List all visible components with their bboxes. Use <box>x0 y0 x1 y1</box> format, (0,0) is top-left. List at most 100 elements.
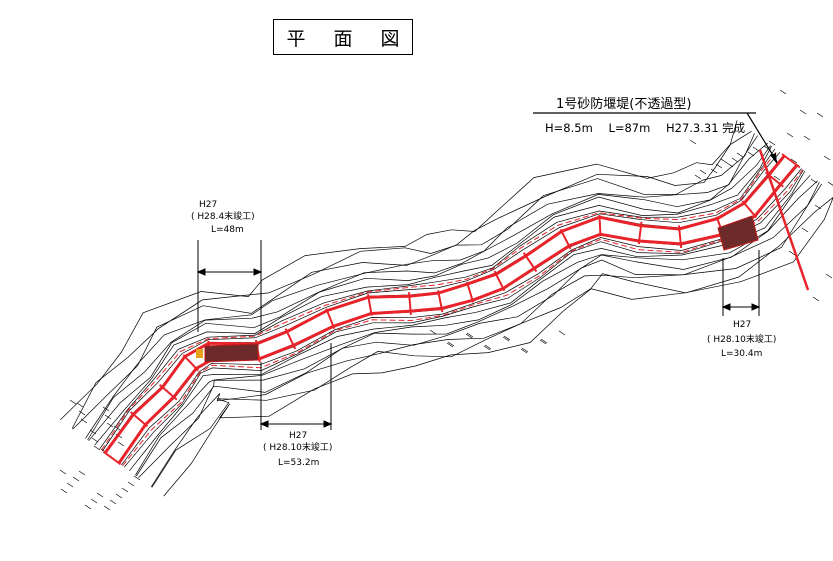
terrain-hatch <box>90 498 98 504</box>
dam-name: 1号砂防堰堤(不透過型) <box>556 97 692 112</box>
segment-3-length: L=30.4m <box>721 349 763 359</box>
dam-leader-line <box>746 112 778 163</box>
terrain-hatch <box>117 441 125 447</box>
contour-line <box>71 130 752 429</box>
channel-outer-line <box>122 169 804 467</box>
dam-axis <box>758 149 810 291</box>
terrain-hatch <box>773 175 781 181</box>
structure-block-upper <box>717 215 759 251</box>
terrain-hatch <box>827 181 833 186</box>
dimension-l532-arrow-left <box>259 420 269 428</box>
terrain-hatch <box>113 425 121 431</box>
dam-arrow-head <box>770 153 777 164</box>
terrain-hatch <box>520 348 528 354</box>
channel-rib <box>159 384 178 401</box>
terrain-hatch <box>710 168 718 174</box>
segment-1-length: L=48m <box>211 225 244 235</box>
terrain-hatch <box>786 132 794 138</box>
terrain-hatch <box>446 342 454 348</box>
channel-rib <box>325 308 336 330</box>
terrain-hatch <box>483 345 491 351</box>
channel-rib <box>366 294 373 316</box>
terrain-hatch <box>790 158 798 164</box>
contour-line <box>124 169 804 468</box>
channel-outer-line <box>100 150 778 451</box>
terrain-hatch <box>540 338 548 344</box>
terrain-hatch <box>115 493 123 499</box>
terrain-hatch <box>84 504 92 510</box>
channel-rib <box>437 290 444 313</box>
terrain-hatch <box>102 406 110 412</box>
terrain-hatch <box>69 399 77 405</box>
dimension-l48-arrow-right <box>253 268 263 276</box>
dam-height: H=8.5m <box>545 121 593 135</box>
contour-line <box>150 183 823 488</box>
dam-completion: H27.3.31 完成 <box>665 121 746 135</box>
terrain-hatch <box>810 178 818 184</box>
dam-length: L=87m <box>608 121 651 135</box>
terrain-hatch <box>812 296 820 302</box>
terrain-hatch <box>66 482 74 488</box>
terrain-hatch <box>747 151 755 157</box>
terrain-hatch <box>816 112 824 118</box>
terrain-hatch <box>539 339 547 345</box>
terrain-hatch <box>78 470 86 476</box>
terrain-hatch <box>768 140 776 146</box>
contour-line <box>88 145 771 442</box>
channel-rib <box>677 225 683 249</box>
terrain-hatch <box>93 445 101 451</box>
contour-line <box>135 174 811 476</box>
structure-block-lower <box>204 343 259 363</box>
contour-line <box>151 197 833 488</box>
channel-rib <box>284 328 297 350</box>
channel-rib <box>559 228 572 250</box>
channel-rib <box>466 281 475 303</box>
channel-rib <box>781 153 801 169</box>
dimension-l532-arrow-right <box>323 420 333 428</box>
channel-rib <box>407 292 412 315</box>
contour-line <box>136 180 818 477</box>
terrain-hatch <box>823 155 831 161</box>
terrain-hatch <box>103 505 111 511</box>
dimension-l304-arrow-right <box>751 303 761 311</box>
terrain-hatch <box>429 329 437 335</box>
dam-leader <box>533 112 778 164</box>
terrain-hatch <box>106 422 114 428</box>
segment-3-completion: ( H28.10末竣工) <box>707 335 777 345</box>
channel-bank <box>117 164 798 464</box>
contour-line <box>138 181 820 478</box>
terrain-hatch <box>752 146 760 152</box>
terrain-hatch <box>503 335 511 341</box>
terrain-hatch <box>60 488 68 494</box>
channel-rib <box>182 354 200 372</box>
terrain-hatch <box>736 152 744 158</box>
contour-line <box>102 152 781 452</box>
segment-1-year: H27 <box>199 200 218 210</box>
terrain-hatch <box>814 204 822 210</box>
terrain-hatch <box>127 481 135 487</box>
dimension-lines <box>196 240 761 430</box>
terrain-hatch <box>699 169 707 175</box>
page-title: 平 面 図 <box>273 19 413 55</box>
contour-line <box>163 197 833 497</box>
terrain-hatch <box>801 227 809 233</box>
terrain-hatch <box>689 139 697 145</box>
terrain-hatch <box>96 492 104 498</box>
channel-rib <box>598 214 602 237</box>
terrain-hatch <box>104 414 112 420</box>
dam-specs: H=8.5m L=87m H27.3.31 完成 <box>545 120 757 136</box>
segment-1-completion: ( H28.4末竣工) <box>191 212 255 222</box>
terrain-hatch <box>80 418 88 424</box>
terrain-hatch <box>803 135 811 141</box>
channel-rib <box>522 252 538 273</box>
contour-line <box>121 168 802 466</box>
dimension-l48-arrow-left <box>196 268 206 276</box>
terrain-hatch <box>558 330 566 336</box>
channel-rib <box>741 200 758 219</box>
segment-2-completion: ( H28.10末竣工) <box>263 443 333 453</box>
contour-line <box>129 170 806 472</box>
terrain-hatch <box>76 402 84 408</box>
terrain-hatch <box>78 410 86 416</box>
channel-rib <box>493 270 506 292</box>
terrain-hatch <box>779 89 787 95</box>
